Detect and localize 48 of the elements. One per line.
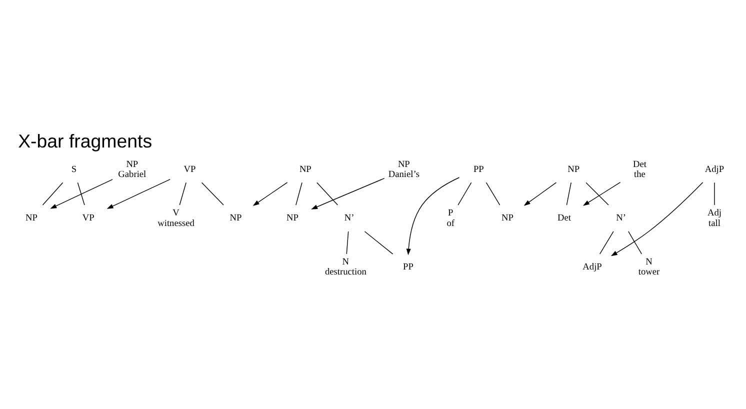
- node-text: NP: [286, 213, 298, 224]
- node-text: N tower: [638, 257, 660, 278]
- connector: [714, 182, 715, 205]
- connector: [346, 230, 349, 254]
- arrow: [582, 182, 621, 206]
- node-text: PP: [473, 164, 484, 174]
- connector: [486, 182, 500, 205]
- arrow: [252, 182, 288, 206]
- connector: [364, 230, 394, 254]
- node-text: Det the: [632, 159, 646, 180]
- node-text: NP Gabriel: [118, 159, 146, 180]
- node-text: AdjP: [582, 262, 602, 272]
- diagram-title: X-bar fragments: [18, 130, 152, 152]
- node-text: VP: [184, 164, 196, 174]
- connector: [201, 182, 224, 205]
- connector: [316, 182, 338, 205]
- node-text: VP: [82, 213, 94, 224]
- arrow: [311, 177, 385, 209]
- connector: [179, 182, 186, 205]
- node-text: NP: [501, 213, 514, 224]
- connector: [600, 230, 614, 254]
- node-text: AdjP: [704, 164, 724, 174]
- node-text: NP Daniel’s: [388, 159, 420, 180]
- node-text: Det: [557, 213, 571, 224]
- arrow: [406, 176, 460, 255]
- arrow: [106, 178, 170, 208]
- node-text: NP: [299, 164, 312, 174]
- connector: [458, 182, 472, 205]
- connector: [586, 182, 609, 205]
- node-text: P of: [446, 208, 455, 228]
- arrow: [610, 182, 704, 256]
- node-text: N’: [616, 213, 626, 224]
- node-text: N destruction: [324, 257, 366, 278]
- arrow: [50, 178, 113, 208]
- connector: [628, 230, 642, 254]
- node-text: Adj tall: [707, 208, 722, 228]
- connector: [296, 182, 302, 205]
- arrow: [524, 182, 557, 206]
- node-text: PP: [403, 262, 414, 272]
- connector: [566, 182, 572, 205]
- node-text: V witnessed: [158, 208, 194, 228]
- connector: [42, 182, 64, 205]
- node-text: NP: [26, 213, 38, 224]
- node-text: N’: [344, 213, 354, 224]
- connector: [77, 182, 85, 205]
- node-text: NP: [568, 164, 580, 174]
- node-text: S: [71, 164, 77, 174]
- node-text: NP: [230, 213, 242, 224]
